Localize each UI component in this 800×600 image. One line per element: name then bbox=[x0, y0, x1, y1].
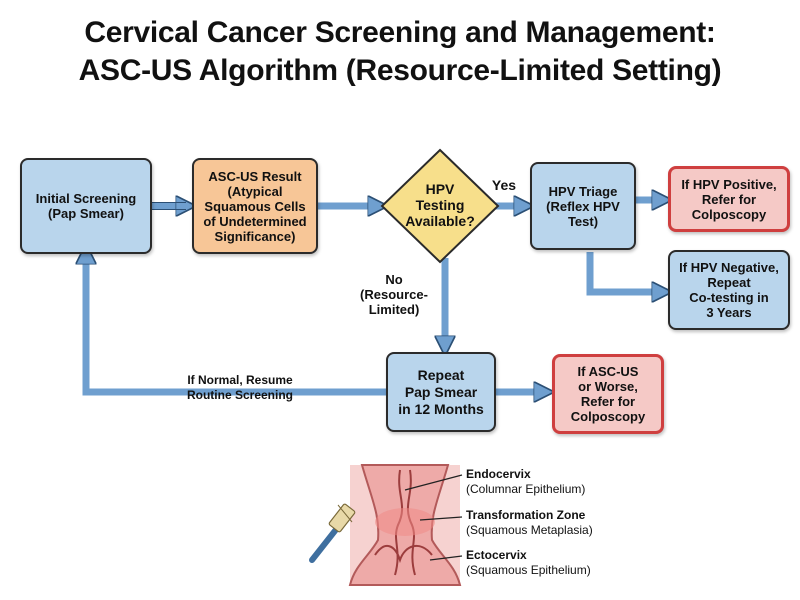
edge-label-no: No (Resource- Limited) bbox=[360, 272, 428, 317]
arrow-repeat-to-initial bbox=[86, 252, 386, 396]
node-repeat-pap-label: Repeat Pap Smear in 12 Months bbox=[398, 366, 484, 417]
anatomy-tz-sub: (Squamous Metaplasia) bbox=[466, 523, 593, 537]
cytobrush-icon bbox=[309, 503, 356, 563]
title-line-2: ASC-US Algorithm (Resource-Limited Setti… bbox=[78, 54, 722, 87]
leader-ectocervix bbox=[429, 555, 463, 561]
anatomy-ectocervix-title: Ectocervix bbox=[466, 548, 527, 562]
cervix-illustration bbox=[348, 464, 463, 586]
title-line-1: Cervical Cancer Screening and Management… bbox=[84, 16, 716, 49]
leader-tz bbox=[419, 516, 463, 521]
transformation-zone bbox=[375, 508, 435, 536]
anatomy-endocervix-title: Endocervix bbox=[466, 467, 531, 481]
node-hpv-negative: If HPV Negative, Repeat Co-testing in 3 … bbox=[668, 250, 790, 330]
node-initial-screening: Initial Screening (Pap Smear) bbox=[20, 158, 152, 254]
edge-label-normal-text: If Normal, Resume Routine Screening bbox=[186, 373, 293, 402]
leader-endocervix bbox=[404, 474, 463, 491]
node-ascus-result: ASC-US Result (Atypical Squamous Cells o… bbox=[192, 158, 318, 254]
node-hpv-positive-label: If HPV Positive, Refer for Colposcopy bbox=[681, 176, 777, 222]
decision-diamond bbox=[380, 148, 500, 264]
edge-label-normal: If Normal, Resume Routine Screening bbox=[170, 358, 310, 403]
anatomy-ectocervix-sub: (Squamous Epithelium) bbox=[466, 563, 591, 577]
anatomy-ectocervix: Ectocervix (Squamous Epithelium) bbox=[466, 548, 591, 578]
node-ascus-result-label: ASC-US Result (Atypical Squamous Cells o… bbox=[203, 168, 307, 244]
arrow-triage-to-negative bbox=[586, 252, 664, 292]
edge-label-yes: Yes bbox=[491, 177, 517, 193]
node-initial-screening-label: Initial Screening (Pap Smear) bbox=[35, 191, 137, 221]
node-hpv-triage-label: HPV Triage (Reflex HPV Test) bbox=[546, 183, 620, 229]
node-hpv-positive: If HPV Positive, Refer for Colposcopy bbox=[668, 166, 790, 232]
node-repeat-pap: Repeat Pap Smear in 12 Months bbox=[386, 352, 496, 432]
anatomy-tz-title: Transformation Zone bbox=[466, 508, 586, 522]
node-hpv-triage: HPV Triage (Reflex HPV Test) bbox=[530, 162, 636, 250]
anatomy-endocervix-sub: (Columnar Epithelium) bbox=[466, 482, 586, 496]
decision-label: HPV Testing Available? bbox=[405, 181, 475, 229]
diagram-title: Cervical Cancer Screening and Management… bbox=[0, 14, 800, 90]
anatomy-transformation-zone: Transformation Zone (Squamous Metaplasia… bbox=[466, 508, 593, 538]
node-ascus-or-worse: If ASC-US or Worse, Refer for Colposcopy bbox=[552, 354, 664, 434]
node-hpv-negative-label: If HPV Negative, Repeat Co-testing in 3 … bbox=[679, 260, 779, 320]
anatomy-endocervix: Endocervix (Columnar Epithelium) bbox=[466, 467, 585, 497]
node-ascus-or-worse-label: If ASC-US or Worse, Refer for Colposcopy bbox=[570, 364, 646, 424]
